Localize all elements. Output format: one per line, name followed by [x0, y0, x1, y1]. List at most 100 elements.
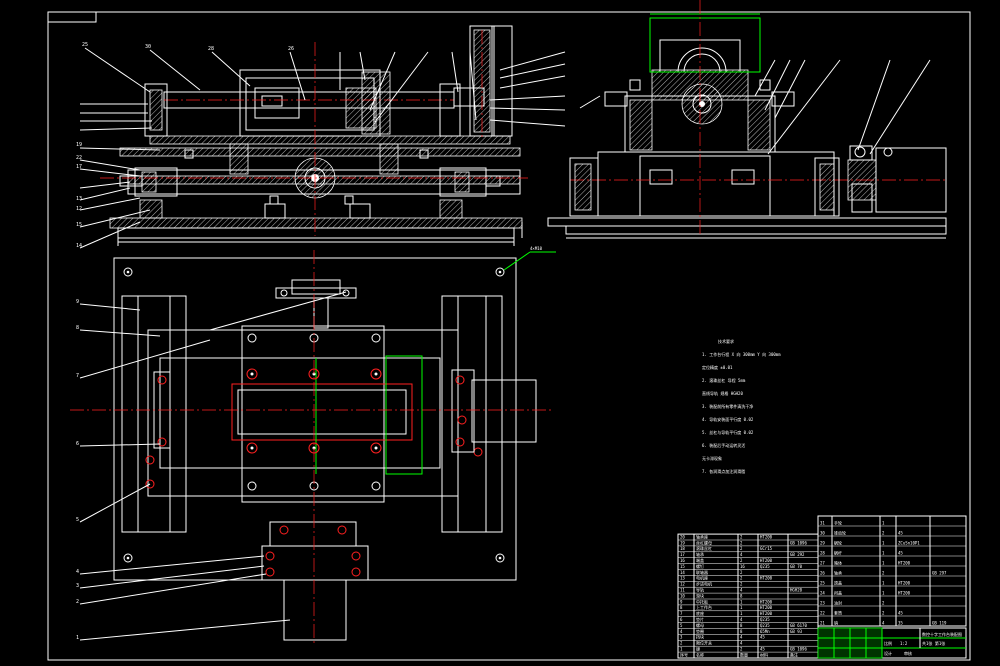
leader-label-19: 19 [76, 142, 82, 148]
leader-label-8: 8 [76, 325, 79, 331]
holes-annotation: 4×M10 [530, 246, 543, 251]
bom-cell: GB 292 [790, 552, 805, 557]
bom-cell: 27 [820, 560, 825, 565]
bom-cell: 45 [898, 530, 903, 535]
leader-label-22: 22 [76, 155, 82, 161]
bom-cell: 油封 [834, 599, 842, 605]
bom-cell: 1 [882, 590, 885, 595]
bom-cell: 3 [680, 635, 683, 640]
bom-cell: 2 [882, 610, 885, 615]
plan-bolt-holes [145, 333, 483, 491]
bom-cell: 10 [680, 593, 685, 598]
leader-label-2: 2 [76, 599, 79, 605]
bom-cell: 4 [740, 617, 743, 622]
leader-label-3: 3 [76, 583, 79, 589]
bom-cell: 2 [740, 647, 743, 652]
bom-cell: 2 [740, 570, 743, 575]
bom-cell: 键 [696, 646, 700, 652]
note-line: 2. 滚珠丝杠 导程 5mm [702, 377, 746, 383]
bom-cell: 1 [740, 599, 743, 604]
leader-label-15: 15 [76, 222, 82, 228]
bom-cell: 上工作台 [696, 604, 712, 610]
bom-cell: 联轴器 [696, 569, 708, 575]
note-line: 无卡滞现象 [702, 455, 722, 461]
side-section-view [547, 0, 947, 239]
bom-cell: GB 93 [790, 629, 803, 634]
sheet-corner-tab [47, 11, 97, 23]
bom-cell: 45 [760, 635, 765, 640]
bom-cell: 8 [740, 629, 743, 634]
bom-cell: 套筒 [834, 609, 842, 615]
bom-cell: 30 [820, 530, 825, 535]
bom-cell: 序号 [680, 651, 688, 657]
title-block: 数控十字工作台装配图 比例 1:2 共1张 第1张 设计 审核 [817, 627, 967, 659]
bom-cell: 20 [680, 534, 685, 539]
bom-cell: 45 [760, 647, 765, 652]
bom-row: 6 垫片 4 Q235 [680, 616, 770, 622]
note-line: 直线导轨 规格 HGH20 [702, 390, 743, 396]
bom-cell: 数量 [740, 651, 748, 657]
bom-cell: 21 [820, 620, 825, 625]
bom-cell: Q235 [760, 617, 770, 622]
note-line: 1. 工作台行程 X 向 300mm Y 向 300mm [702, 351, 781, 357]
leader-label-5: 5 [76, 517, 79, 523]
technical-notes: 技术要求 1. 工作台行程 X 向 300mm Y 向 300mm 定位精度 ±… [702, 338, 781, 474]
bom-cell: 14 [680, 570, 685, 575]
sheet-border [47, 11, 971, 661]
leader-label-14: 14 [76, 243, 82, 249]
bom-cell: 31 [820, 520, 825, 525]
bom-cell: 5 [680, 623, 683, 628]
bom-cell: 45 [898, 610, 903, 615]
bom-cell: GB 297 [932, 570, 947, 575]
notes-title: 技术要求 [718, 338, 734, 344]
leader-label-9: 9 [76, 299, 79, 305]
title-block-checker: 审核 [904, 650, 912, 656]
bom-cell: 35 [898, 620, 903, 625]
bom-cell: 螺母 [696, 622, 704, 628]
note-line: 5. 丝杠与导轨平行度 0.02 [702, 429, 754, 435]
bom-cell: 24 [820, 590, 825, 595]
note-line: 定位精度 ±0.01 [702, 364, 733, 370]
bom-cell: 备注 [790, 651, 798, 657]
bom-cell: 65Mn [760, 629, 770, 634]
bom-cell: 1 [882, 540, 885, 545]
bom-cell: 8 [740, 623, 743, 628]
bom-cell: GB 70 [790, 564, 803, 569]
note-line: 3. 装配前所有零件清洗干净 [702, 403, 753, 409]
bom-cell: 2 [740, 582, 743, 587]
bom-cell: 2 [680, 641, 683, 646]
bom-cell: 垫片 [696, 616, 704, 622]
bom-cell: 4 [740, 588, 743, 593]
bom-cell: 限位开关 [696, 640, 712, 646]
bom-cell: HGH20 [790, 588, 803, 593]
bom-cell: 1 [680, 647, 683, 652]
side-view-leaders [579, 59, 931, 155]
leader-label-17: 17 [76, 164, 82, 170]
bom-cell: 6 [680, 617, 683, 622]
bom-cell: 45 [898, 550, 903, 555]
note-line: 7. 各润滑点加注润滑脂 [702, 468, 745, 474]
bom-cell: 螺钉 [696, 563, 704, 569]
bom-cell: 4 [740, 552, 743, 557]
bom-cell: GB 6170 [790, 623, 807, 628]
bom-cell: 7 [680, 611, 683, 616]
bom-cell: 18 [680, 546, 685, 551]
leader-label-6: 6 [76, 441, 79, 447]
bom-cell: 闷盖 [834, 589, 842, 595]
bom-cell: 轴承 [834, 569, 842, 575]
